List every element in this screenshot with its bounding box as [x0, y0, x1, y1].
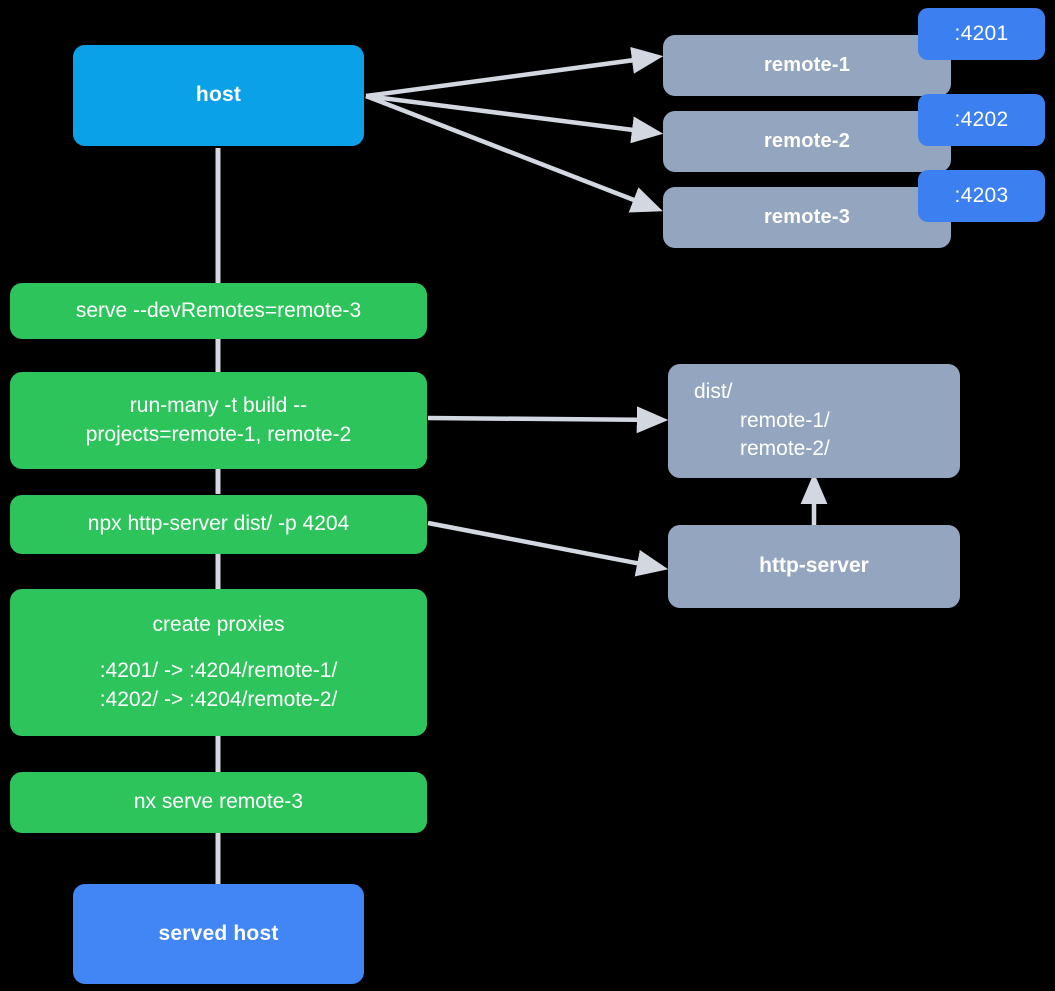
node-command-create-proxies[interactable]: create proxies :4201/ -> :4204/remote-1/… — [10, 589, 427, 736]
node-host[interactable]: host — [73, 45, 364, 146]
node-remote-3[interactable]: remote-3 — [663, 187, 951, 248]
node-command-npx-http-server[interactable]: npx http-server dist/ -p 4204 — [10, 495, 427, 554]
command-run-many-line-1: run-many -t build -- — [129, 394, 308, 418]
command-create-proxies-title: create proxies — [152, 612, 285, 636]
command-serve-dev-remotes-line-1: serve --devRemotes=remote-3 — [75, 298, 362, 322]
node-served-host-label: served host — [158, 921, 279, 945]
command-create-proxies-mapping-2: :4202/ -> :4204/remote-2/ — [99, 687, 338, 711]
node-remote-1-label: remote-1 — [763, 54, 851, 76]
command-create-proxies-mapping-1: :4201/ -> :4204/remote-1/ — [99, 659, 338, 683]
command-run-many-line-2: projects=remote-1, remote-2 — [85, 422, 352, 446]
node-remote-2[interactable]: remote-2 — [663, 111, 951, 172]
node-command-run-many-build[interactable]: run-many -t build -- projects=remote-1, … — [10, 372, 427, 469]
port-badge-remote-1[interactable]: :4201 — [918, 8, 1045, 60]
command-npx-http-server-line-1: npx http-server dist/ -p 4204 — [87, 512, 350, 536]
edge-runmany-to-dist — [427, 406, 669, 434]
artifact-dist-child-1: remote-1/ — [740, 408, 830, 432]
edge-npx-to-httpserver — [427, 520, 669, 577]
port-badge-remote-3[interactable]: :4203 — [918, 170, 1045, 222]
host-to-remote-edges — [365, 46, 664, 213]
edge-host-to-remote-1 — [365, 46, 664, 99]
node-service-http-server-label: http-server — [759, 554, 869, 578]
port-badge-remote-2-label: :4202 — [954, 108, 1009, 131]
artifact-dist-root: dist/ — [694, 380, 733, 404]
port-badge-remote-3-label: :4203 — [954, 184, 1009, 207]
node-remote-2-label: remote-2 — [763, 130, 851, 152]
node-served-host[interactable]: served host — [73, 884, 364, 984]
port-badge-remote-1-label: :4201 — [954, 22, 1009, 45]
node-remote-3-label: remote-3 — [763, 206, 851, 228]
edge-host-to-remote-3 — [365, 93, 663, 213]
edge-host-to-remote-2 — [365, 93, 664, 144]
node-artifact-dist[interactable]: dist/ remote-1/ remote-2/ — [668, 364, 960, 478]
command-nx-serve-remote-3-line-1: nx serve remote-3 — [133, 790, 304, 814]
node-command-serve-dev-remotes[interactable]: serve --devRemotes=remote-3 — [10, 283, 427, 339]
artifact-dist-child-2: remote-2/ — [740, 437, 830, 461]
node-service-http-server[interactable]: http-server — [668, 525, 960, 608]
port-badge-remote-2[interactable]: :4202 — [918, 94, 1045, 146]
node-command-nx-serve-remote-3[interactable]: nx serve remote-3 — [10, 772, 427, 833]
node-remote-1[interactable]: remote-1 — [663, 35, 951, 96]
node-host-label: host — [195, 83, 242, 107]
